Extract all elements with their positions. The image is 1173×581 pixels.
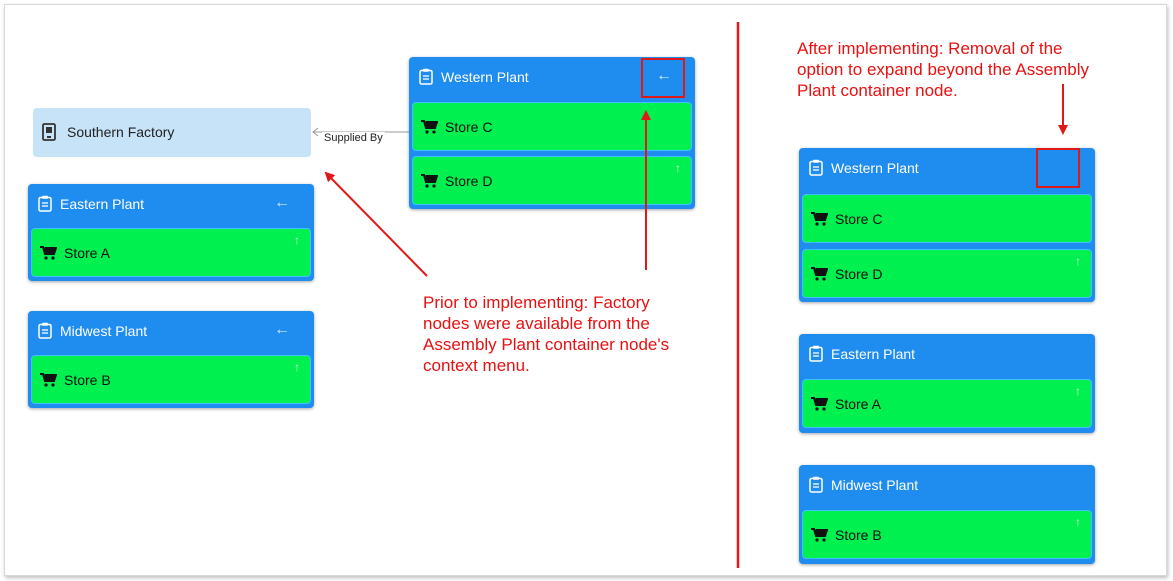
cart-icon bbox=[811, 267, 828, 281]
clipboard-icon bbox=[809, 476, 823, 493]
clipboard-icon bbox=[38, 195, 52, 212]
store-label: Store A bbox=[64, 245, 110, 261]
cart-icon bbox=[421, 120, 438, 134]
plant-title: Midwest Plant bbox=[831, 477, 919, 493]
back-arrow-icon[interactable]: ← bbox=[274, 321, 290, 338]
annotation-line: nodes were available from the bbox=[423, 314, 650, 333]
annotation-after: After implementing: Removal of the optio… bbox=[797, 38, 1167, 101]
cart-icon bbox=[40, 373, 57, 387]
clipboard-icon bbox=[809, 345, 823, 362]
annotation-line: option to expand beyond the Assembly bbox=[797, 60, 1090, 79]
plant-title: Eastern Plant bbox=[831, 346, 916, 362]
store-label: Store A bbox=[835, 396, 881, 412]
annotation-line: Assembly Plant container node's bbox=[423, 335, 670, 354]
annotation-before: Prior to implementing: Factory nodes wer… bbox=[423, 292, 723, 376]
factory-node-southern[interactable]: Southern Factory bbox=[33, 108, 311, 157]
up-arrow-icon[interactable]: ↑ bbox=[1075, 254, 1081, 268]
plant-header: Western Plant bbox=[799, 148, 1095, 188]
clipboard-icon bbox=[809, 159, 823, 176]
plant-header: Midwest Plant bbox=[799, 465, 1095, 505]
store-node-c[interactable]: Store C bbox=[802, 194, 1092, 243]
store-label: Store B bbox=[835, 527, 882, 543]
cart-icon bbox=[421, 174, 438, 188]
plant-node-midwest-after[interactable]: Midwest Plant Store B ↑ bbox=[799, 465, 1095, 564]
annotation-line: Plant container node. bbox=[797, 81, 958, 100]
up-arrow-icon[interactable]: ↑ bbox=[1075, 515, 1081, 529]
store-node-a[interactable]: Store A ↑ bbox=[802, 379, 1092, 428]
annotation-line: context menu. bbox=[423, 356, 530, 375]
up-arrow-icon[interactable]: ↑ bbox=[294, 360, 300, 374]
factory-label: Southern Factory bbox=[67, 124, 175, 140]
highlight-box-removed bbox=[1036, 148, 1080, 188]
clipboard-icon bbox=[419, 68, 433, 85]
plant-title: Eastern Plant bbox=[60, 196, 145, 212]
highlight-box-expand bbox=[641, 58, 685, 98]
annotation-line: Prior to implementing: Factory bbox=[423, 293, 650, 312]
back-arrow-icon[interactable]: ← bbox=[274, 194, 290, 211]
plant-title: Midwest Plant bbox=[60, 323, 148, 339]
store-node-a[interactable]: Store A ↑ bbox=[31, 228, 311, 277]
edge-label: Supplied By bbox=[322, 132, 385, 144]
store-node-b[interactable]: Store B ↑ bbox=[802, 510, 1092, 559]
store-node-d[interactable]: Store D ↑ bbox=[802, 249, 1092, 298]
plant-node-western-after[interactable]: Western Plant Store C Store D ↑ bbox=[799, 148, 1095, 302]
plant-title: Western Plant bbox=[441, 69, 529, 85]
plant-header: Midwest Plant ← bbox=[28, 311, 314, 351]
plant-node-eastern-after[interactable]: Eastern Plant Store A ↑ bbox=[799, 334, 1095, 433]
store-node-b[interactable]: Store B ↑ bbox=[31, 355, 311, 404]
store-label: Store C bbox=[835, 211, 883, 227]
store-label: Store B bbox=[64, 372, 111, 388]
plant-header: Western Plant ← bbox=[409, 57, 695, 97]
cart-icon bbox=[40, 246, 57, 260]
up-arrow-icon[interactable]: ↑ bbox=[1075, 384, 1081, 398]
cart-icon bbox=[811, 397, 828, 411]
up-arrow-icon[interactable]: ↑ bbox=[675, 161, 681, 175]
building-icon bbox=[42, 123, 56, 141]
clipboard-icon bbox=[38, 322, 52, 339]
up-arrow-icon[interactable]: ↑ bbox=[294, 233, 300, 247]
store-label: Store D bbox=[445, 173, 493, 189]
plant-node-eastern[interactable]: Eastern Plant ← Store A ↑ bbox=[28, 184, 314, 281]
plant-title: Western Plant bbox=[831, 160, 919, 176]
plant-header: Eastern Plant ← bbox=[28, 184, 314, 224]
plant-header: Eastern Plant bbox=[799, 334, 1095, 374]
store-label: Store D bbox=[835, 266, 883, 282]
annotation-line: After implementing: Removal of the bbox=[797, 39, 1063, 58]
cart-icon bbox=[811, 212, 828, 226]
cart-icon bbox=[811, 528, 828, 542]
back-arrow-icon[interactable]: ← bbox=[656, 67, 672, 84]
store-label: Store C bbox=[445, 119, 493, 135]
plant-node-midwest[interactable]: Midwest Plant ← Store B ↑ bbox=[28, 311, 314, 408]
